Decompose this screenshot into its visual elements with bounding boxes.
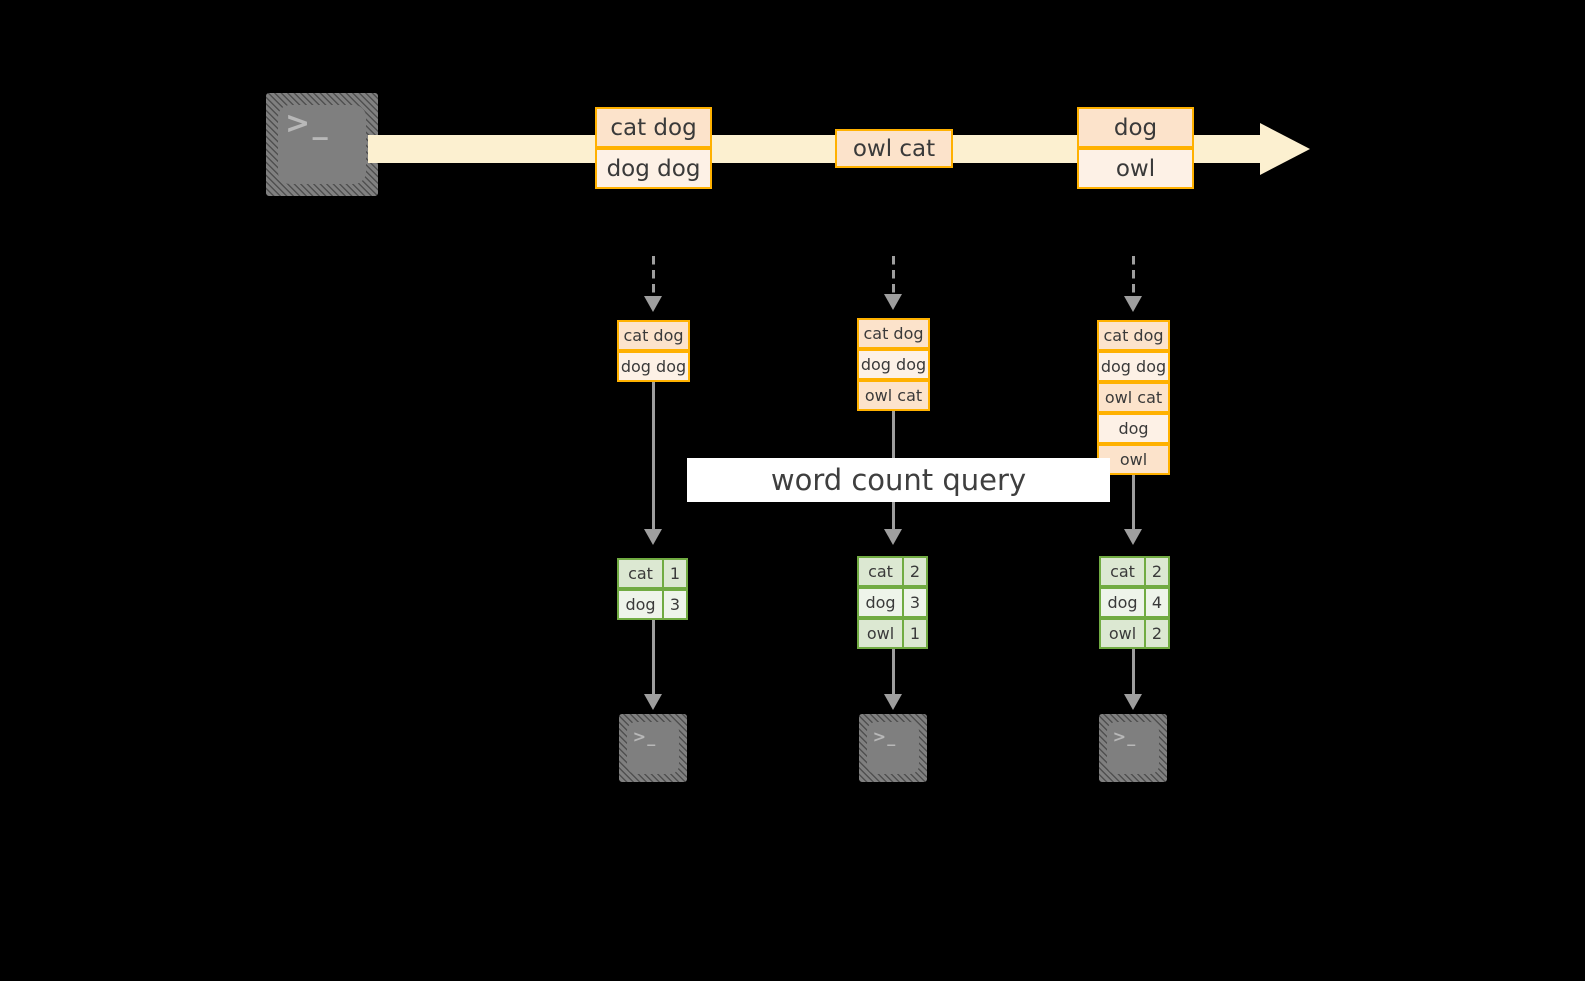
terminal-prompt-glyph: >_ [285, 106, 330, 142]
result-count-cell: 2 [1151, 562, 1163, 581]
result-table-row: owl 1 [857, 618, 928, 649]
stream-event-label: cat dog [610, 114, 697, 141]
stream-event-label: dog dog [606, 155, 701, 182]
unbounded-table-row: dog dog [617, 351, 690, 382]
arrow-head-icon [1124, 529, 1142, 545]
stream-event-box: owl cat [835, 129, 953, 168]
unbounded-table-row: dog dog [857, 349, 930, 380]
result-word-cell: dog [619, 591, 664, 618]
result-table-row: dog 3 [617, 589, 688, 620]
terminal-prompt-glyph: >_ [632, 726, 657, 746]
table-row-label: owl cat [864, 386, 923, 405]
stream-to-table-connector [652, 256, 655, 298]
table-row-label: cat dog [623, 326, 684, 345]
stream-event-box: owl [1077, 148, 1194, 189]
stream-event-label: dog [1113, 114, 1158, 141]
result-word-cell: dog [1101, 589, 1146, 616]
result-to-sink-connector [652, 620, 655, 696]
unbounded-table-row: dog [1097, 413, 1170, 444]
result-word-cell: cat [619, 560, 664, 587]
result-count-cell: 2 [909, 562, 921, 581]
sink-terminal-icon: >_ [1099, 714, 1167, 782]
result-table-row: dog 4 [1099, 587, 1170, 618]
result-table-row: cat 2 [857, 556, 928, 587]
query-connector [652, 382, 655, 531]
terminal-screen [627, 722, 679, 774]
result-to-sink-connector [892, 649, 895, 696]
result-table-row: owl 2 [1099, 618, 1170, 649]
result-count-cell: 1 [909, 624, 921, 643]
unbounded-table-row: owl cat [1097, 382, 1170, 413]
query-connector [1132, 475, 1135, 531]
result-table-row: cat 2 [1099, 556, 1170, 587]
sink-terminal-icon: >_ [859, 714, 927, 782]
stream-event-box: cat dog [595, 107, 712, 148]
sink-terminal-icon: >_ [619, 714, 687, 782]
result-to-sink-connector [1132, 649, 1135, 696]
table-row-label: dog dog [620, 357, 687, 376]
arrow-head-icon [644, 296, 662, 312]
result-word-cell: dog [859, 589, 904, 616]
query-banner: word count query [687, 458, 1110, 502]
stream-arrow-head-icon [1260, 123, 1310, 175]
terminal-screen [867, 722, 919, 774]
terminal-prompt-glyph: >_ [872, 726, 897, 746]
table-row-label: cat dog [863, 324, 924, 343]
result-count-cell: 4 [1151, 593, 1163, 612]
result-word-cell: cat [859, 558, 904, 585]
arrow-head-icon [884, 529, 902, 545]
unbounded-table-row: cat dog [617, 320, 690, 351]
arrow-head-icon [644, 529, 662, 545]
table-row-label: dog dog [1100, 357, 1167, 376]
result-table-row: cat 1 [617, 558, 688, 589]
stream-to-table-connector [892, 256, 895, 296]
unbounded-table-row: owl cat [857, 380, 930, 411]
result-count-cell: 2 [1151, 624, 1163, 643]
result-word-cell: owl [859, 620, 904, 647]
result-count-cell: 1 [669, 564, 681, 583]
terminal-prompt-glyph: >_ [1112, 726, 1137, 746]
result-word-cell: owl [1101, 620, 1146, 647]
terminal-screen [278, 105, 366, 184]
arrow-head-icon [1124, 694, 1142, 710]
arrow-head-icon [1124, 296, 1142, 312]
unbounded-table-row: dog dog [1097, 351, 1170, 382]
query-banner-label: word count query [770, 463, 1027, 497]
terminal-screen [1107, 722, 1159, 774]
table-row-label: cat dog [1103, 326, 1164, 345]
stream-event-label: owl cat [852, 135, 936, 162]
source-terminal-icon: >_ [266, 93, 378, 196]
unbounded-table-row: cat dog [857, 318, 930, 349]
arrow-head-icon [884, 294, 902, 310]
result-word-cell: cat [1101, 558, 1146, 585]
stream-to-table-connector [1132, 256, 1135, 298]
result-count-cell: 3 [669, 595, 681, 614]
stream-event-box: dog dog [595, 148, 712, 189]
arrow-head-icon [884, 694, 902, 710]
result-count-cell: 3 [909, 593, 921, 612]
arrow-head-icon [644, 694, 662, 710]
stream-event-box: dog [1077, 107, 1194, 148]
stream-event-label: owl [1115, 155, 1156, 182]
table-row-label: owl cat [1104, 388, 1163, 407]
table-row-label: dog dog [860, 355, 927, 374]
table-row-label: dog [1118, 419, 1149, 438]
table-row-label: owl [1119, 450, 1148, 469]
result-table-row: dog 3 [857, 587, 928, 618]
unbounded-table-row: cat dog [1097, 320, 1170, 351]
